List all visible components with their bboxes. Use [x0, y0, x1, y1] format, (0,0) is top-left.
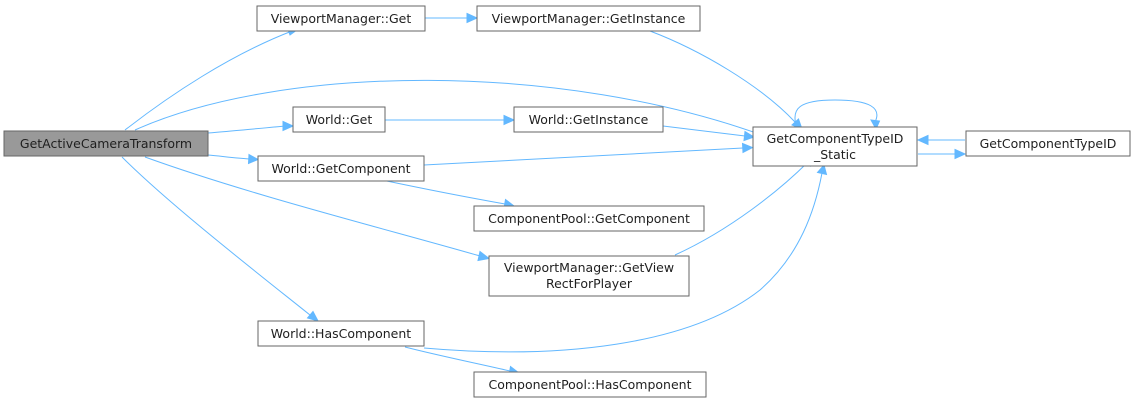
node-label: ComponentPool::GetComponent [488, 211, 690, 226]
node-label-line-2: RectForPlayer [546, 276, 633, 291]
node-label-line-2: _Static [813, 147, 856, 162]
edge-root-to-vm-get [124, 26, 301, 131]
edge-world-getinstance-to-gct-static [662, 125, 756, 142]
edge-world-get-to-world-getinstance [385, 114, 516, 126]
node-label: GetComponentTypeID [980, 136, 1117, 151]
edge-root-to-vm-getviewrect [144, 156, 491, 262]
node-label: ViewportManager::Get [271, 11, 412, 26]
node-label: ComponentPool::HasComponent [489, 377, 692, 392]
node-component-pool-has-component[interactable]: ComponentPool::HasComponent [473, 371, 707, 398]
edge-root-to-world-hascomponent [121, 156, 319, 322]
edge-world-hascomponent-to-gct-static [423, 163, 828, 353]
edge-root-to-world-get [207, 120, 295, 134]
edge-vm-get-to-vm-getinstance [425, 12, 479, 24]
edge-root-to-world-getcomponent [207, 153, 260, 165]
node-world-get-instance[interactable]: World::GetInstance [513, 106, 664, 133]
node-label-line-1: GetComponentTypeID [767, 131, 904, 146]
edge-gct-to-gct-static [916, 134, 965, 146]
node-label: World::HasComponent [271, 326, 411, 341]
node-world-get[interactable]: World::Get [292, 106, 386, 133]
node-component-pool-get-component[interactable]: ComponentPool::GetComponent [473, 205, 705, 232]
edge-vm-getinstance-to-gct-static [649, 30, 803, 130]
nodes: GetActiveCameraTransform ViewportManager… [3, 5, 1131, 398]
edge-world-getcomponent-to-gct-static [423, 142, 754, 166]
node-get-active-camera-transform[interactable]: GetActiveCameraTransform [3, 130, 209, 157]
node-viewport-manager-get[interactable]: ViewportManager::Get [256, 5, 426, 32]
edges [121, 12, 967, 377]
node-label-line-1: ViewportManager::GetView [504, 260, 674, 275]
node-label: GetActiveCameraTransform [20, 136, 192, 151]
node-viewport-manager-get-view-rect-for-player[interactable]: ViewportManager::GetView RectForPlayer [488, 255, 690, 297]
edge-gct-static-to-gct [918, 148, 967, 160]
node-viewport-manager-get-instance[interactable]: ViewportManager::GetInstance [476, 5, 701, 32]
node-label: World::GetInstance [529, 112, 649, 127]
node-world-get-component[interactable]: World::GetComponent [257, 155, 425, 182]
node-world-has-component[interactable]: World::HasComponent [257, 320, 425, 347]
node-label: ViewportManager::GetInstance [492, 11, 686, 26]
edge-world-getcomponent-to-pool-getcomponent [381, 179, 516, 210]
node-get-component-type-id-static[interactable]: GetComponentTypeID _Static [752, 126, 918, 167]
edge-root-to-gct-static-top [134, 79, 780, 143]
node-get-component-type-id[interactable]: GetComponentTypeID [965, 130, 1131, 157]
edge-world-hascomponent-to-pool-hascomponent [404, 346, 521, 377]
node-label: World::GetComponent [271, 161, 410, 176]
edge-gct-static-self-loop [794, 99, 881, 131]
node-label: World::Get [306, 112, 373, 127]
